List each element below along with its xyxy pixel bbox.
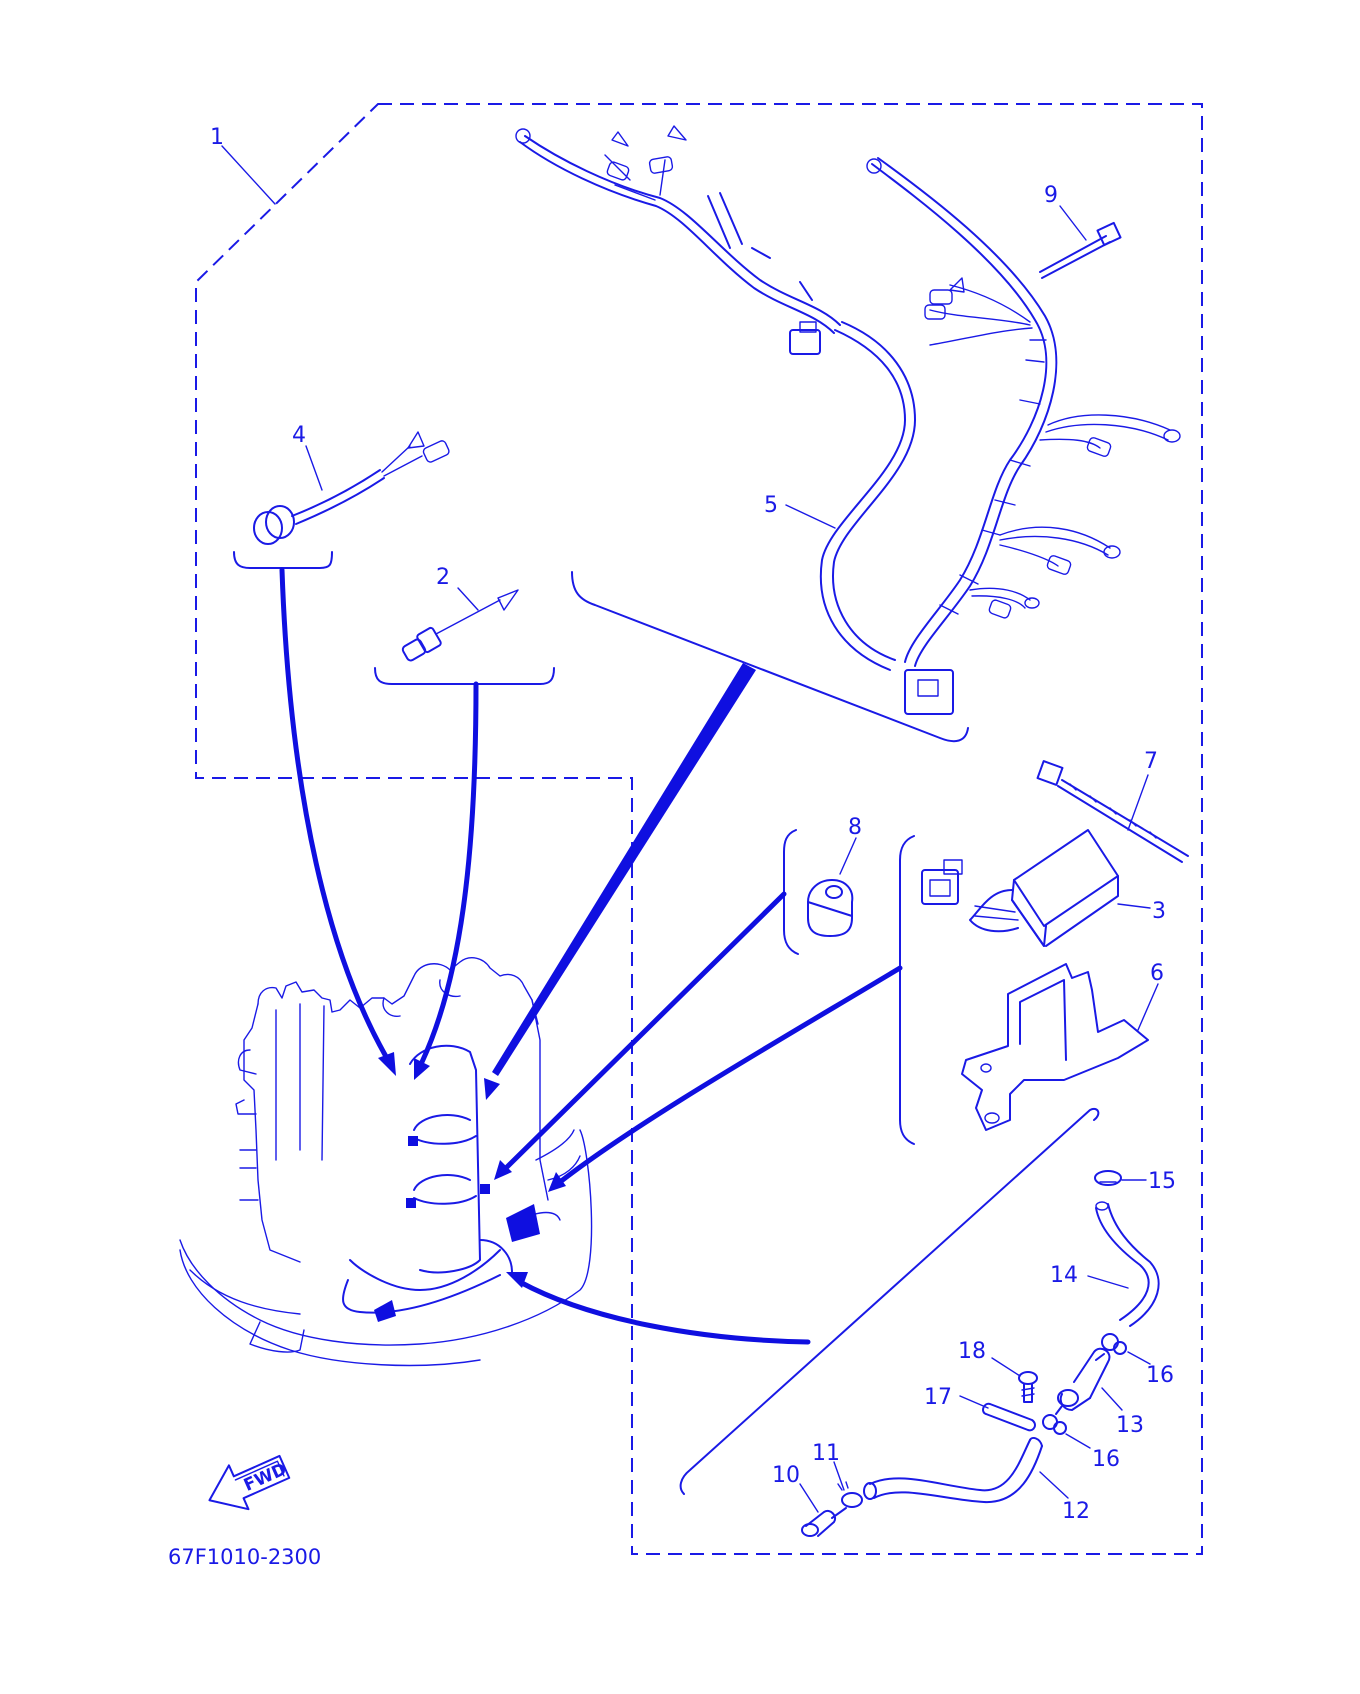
bracket-5 xyxy=(571,571,969,743)
label-4-leader xyxy=(305,445,323,491)
label-8-leader xyxy=(839,837,857,875)
arrow-4-to-engine xyxy=(279,567,391,1063)
label-part-6: 6 xyxy=(1150,961,1164,986)
label-12-leader xyxy=(1039,1471,1069,1499)
label-9-leader xyxy=(1059,205,1087,241)
label-part-14: 14 xyxy=(1050,1263,1078,1288)
bracket-8 xyxy=(783,829,799,955)
label-part-1: 1 xyxy=(210,125,224,150)
fuel-hose-14 xyxy=(1095,1201,1160,1327)
fitting-10 xyxy=(801,1507,847,1537)
bracket-3-6 xyxy=(899,835,915,1145)
clip-16b xyxy=(1042,1414,1067,1435)
arrow-8-to-engine xyxy=(503,891,787,1171)
arrow-3-to-engine xyxy=(557,965,903,1185)
bracket-fuel-group xyxy=(679,1108,1100,1495)
label-part-3: 3 xyxy=(1152,899,1166,924)
label-2-leader xyxy=(457,587,479,611)
label-16a-leader xyxy=(1127,1351,1151,1365)
arrowhead-4 xyxy=(378,1052,396,1076)
label-part-18: 18 xyxy=(958,1339,986,1364)
hose-clip-11 xyxy=(837,1481,863,1508)
label-10-leader xyxy=(799,1483,819,1513)
label-part-10: 10 xyxy=(772,1463,800,1488)
label-part-11: 11 xyxy=(812,1441,840,1466)
label-part-12: 12 xyxy=(1062,1499,1090,1524)
arrowhead-fuel xyxy=(506,1272,528,1288)
clip-17 xyxy=(982,1402,1036,1432)
label-part-5: 5 xyxy=(764,493,778,518)
label-1-leader xyxy=(221,145,276,205)
label-part-17: 17 xyxy=(924,1385,952,1410)
clamp-8 xyxy=(807,879,854,937)
clip-16a xyxy=(1101,1333,1127,1355)
label-part-9: 9 xyxy=(1044,183,1058,208)
arrowhead-3 xyxy=(548,1172,566,1192)
bracket-plate-6 xyxy=(961,963,1149,1131)
assembly-1-outline xyxy=(195,103,1203,1555)
arrow-fuel-to-engine xyxy=(517,1279,811,1345)
arrowhead-5 xyxy=(484,1078,500,1100)
cdi-unit-3 xyxy=(921,829,1119,947)
wire-harness-5 xyxy=(515,125,1181,715)
fwd-label: FWD xyxy=(241,1459,290,1495)
label-11-leader xyxy=(833,1461,845,1491)
temp-sensor-2 xyxy=(401,589,519,662)
fuel-filter-13 xyxy=(1055,1347,1111,1415)
sensor-lead-4 xyxy=(253,431,450,545)
label-5-leader xyxy=(785,504,836,529)
label-14-leader xyxy=(1087,1275,1129,1289)
label-part-7: 7 xyxy=(1144,749,1158,774)
label-part-4: 4 xyxy=(292,423,306,448)
engine-block xyxy=(179,957,593,1367)
hose-clip-15 xyxy=(1094,1170,1122,1186)
label-part-2: 2 xyxy=(436,565,450,590)
bracket-2 xyxy=(374,667,555,685)
label-part-8: 8 xyxy=(848,815,862,840)
label-18-leader xyxy=(991,1357,1021,1377)
fwd-arrow-icon: FWD xyxy=(208,1454,291,1511)
label-part-16b: 16 xyxy=(1092,1447,1120,1472)
arrowhead-2 xyxy=(414,1058,430,1080)
cable-tie-9 xyxy=(1039,221,1122,279)
bracket-4 xyxy=(233,551,333,569)
harness-on-engine xyxy=(342,1044,540,1322)
label-13-leader xyxy=(1101,1387,1123,1411)
arrow-2-to-engine xyxy=(419,681,479,1065)
label-part-13: 13 xyxy=(1116,1413,1144,1438)
arrow-5-to-engine xyxy=(492,663,756,1076)
label-part-16a: 16 xyxy=(1146,1363,1174,1388)
label-6-leader xyxy=(1137,983,1159,1031)
cable-tie-7 xyxy=(1036,760,1189,863)
fuel-hose-12 xyxy=(863,1437,1043,1504)
label-3-leader xyxy=(1117,903,1151,909)
screw-18 xyxy=(1018,1371,1038,1403)
drawing-code: 67F1010-2300 xyxy=(168,1545,321,1569)
label-7-leader xyxy=(1127,774,1149,831)
label-part-15: 15 xyxy=(1148,1169,1176,1194)
arrowhead-8 xyxy=(494,1160,512,1180)
label-17-leader xyxy=(959,1395,989,1409)
label-16b-leader xyxy=(1065,1433,1091,1449)
